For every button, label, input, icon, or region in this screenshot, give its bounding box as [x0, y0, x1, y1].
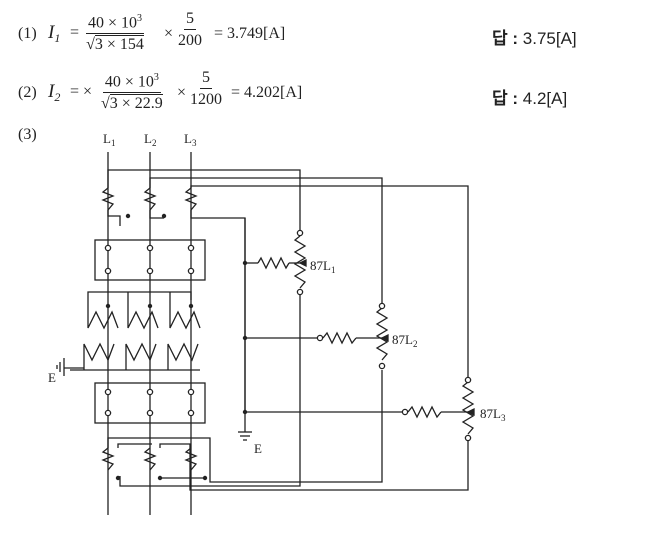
breaker-contacts-lower	[104, 388, 195, 417]
transformer-primary	[87, 291, 201, 330]
junction-dots	[125, 213, 167, 219]
relay-label-87l2: 87L2	[392, 332, 417, 349]
left-ground	[56, 358, 84, 376]
junction-dots	[105, 303, 194, 309]
fraction-main: 40 × 103 √3 × 154	[86, 10, 145, 55]
problem-number: (1)	[18, 25, 37, 42]
answer: 답 : 4.2[A]	[492, 89, 568, 108]
junction-dots	[115, 475, 208, 481]
result-value: = 3.749[A]	[214, 25, 286, 42]
line-label-l1: L1	[103, 131, 115, 148]
ground-label-left: E	[48, 370, 56, 385]
problem-number: (2)	[18, 84, 37, 101]
ground-label: E	[254, 441, 262, 456]
relay-87l1	[245, 229, 307, 296]
relay-87l2	[245, 302, 389, 370]
fraction-ct-ratio: 5 1200	[190, 69, 222, 108]
equals-times-sign: = ×	[70, 83, 93, 100]
result-value: = 4.202[A]	[231, 84, 303, 101]
lower-ct-coils	[101, 447, 198, 471]
ground-bus	[238, 218, 252, 441]
transformer-secondary	[70, 342, 200, 371]
breaker-contacts-upper	[104, 244, 195, 275]
times-sign: ×	[177, 84, 187, 101]
upper-ct-coils	[101, 187, 198, 211]
lower-breaker-box	[94, 382, 206, 424]
relay-label-87l1: 87L1	[310, 258, 335, 275]
upper-ct-loops	[107, 169, 469, 412]
variable-i2: I2	[48, 81, 61, 104]
relay-label-87l3: 87L3	[480, 406, 506, 423]
line-label-l2: L2	[144, 131, 156, 148]
fraction-main: 40 × 103 √3 × 22.9	[101, 69, 163, 114]
problem-number: (3)	[18, 126, 37, 143]
line-label-l3: L3	[184, 131, 197, 148]
relay-87l3	[245, 376, 475, 442]
equals-sign: =	[70, 24, 80, 41]
fraction-ct-ratio: 5 200	[178, 10, 202, 49]
line-conductors	[107, 152, 192, 515]
times-sign: ×	[164, 25, 174, 42]
lower-ct-loops	[107, 295, 469, 491]
upper-breaker-box	[94, 239, 206, 281]
variable-i1: I1	[48, 22, 61, 45]
answer: 답 : 3.75[A]	[492, 29, 577, 48]
